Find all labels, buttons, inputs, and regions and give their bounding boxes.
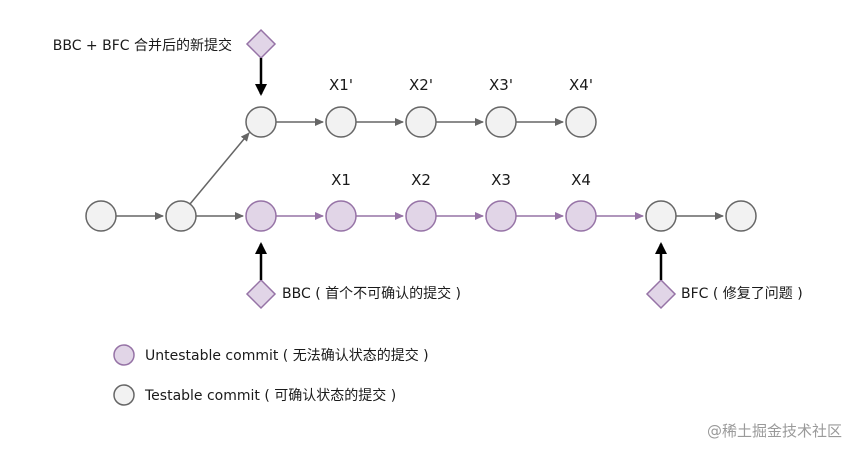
label-x1: X1 [331,171,351,189]
label-x4-prime: X4' [569,76,593,94]
legend-untestable-label: Untestable commit ( 无法确认状态的提交 ) [145,347,429,364]
commit-node-bfc [645,200,677,232]
label-x4: X4 [571,171,591,189]
watermark: @稀土掘金技术社区 [707,422,842,440]
label-x2-prime: X2' [409,76,433,94]
edge-branch [189,132,250,205]
commit-node-merged [245,106,277,138]
legend-untestable-swatch [113,344,135,366]
commit-node [725,200,757,232]
commit-node [165,200,197,232]
label-x3: X3 [491,171,511,189]
label-x2: X2 [411,171,431,189]
annotation-merged: BBC + BFC 合并后的新提交 [53,37,232,54]
diamond-marker [245,278,277,310]
annotation-bfc: BFC ( 修复了问题 ) [681,285,803,302]
commit-node [85,200,117,232]
diamond-marker [645,278,677,310]
label-x3-prime: X3' [489,76,513,94]
legend-testable-label: Testable commit ( 可确认状态的提交 ) [144,387,396,404]
annotation-bbc: BBC ( 首个不可确认的提交 ) [282,285,461,302]
commit-node-x4 [565,200,597,232]
commit-node-bbc [245,200,277,232]
commit-node-x1 [325,200,357,232]
label-x1-prime: X1' [329,76,353,94]
legend-testable-swatch [113,384,135,406]
commit-node-x1-prime [325,106,357,138]
diamond-marker [245,28,277,60]
commit-node-x3-prime [485,106,517,138]
commit-node-x2-prime [405,106,437,138]
commit-node-x4-prime [565,106,597,138]
commit-node-x3 [485,200,517,232]
commit-node-x2 [405,200,437,232]
